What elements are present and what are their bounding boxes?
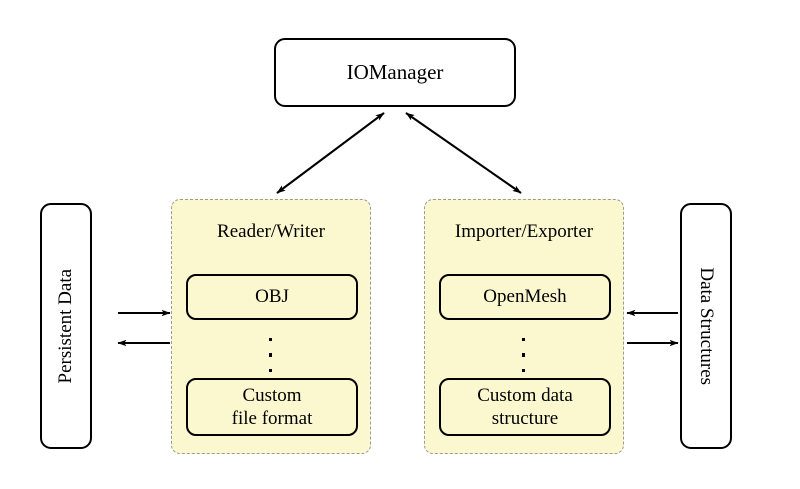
reader-writer-ellipsis — [268, 338, 273, 372]
panel-reader-writer: Reader/Writer OBJ Custom file format — [171, 199, 371, 454]
component-openmesh[interactable]: OpenMesh — [439, 274, 611, 320]
data-structures-label: Data Structures — [696, 267, 718, 385]
component-custom-data-structure[interactable]: Custom data structure — [439, 378, 611, 436]
panel-importer-exporter-title: Importer/Exporter — [454, 221, 594, 242]
component-custom-file-format-label: Custom file format — [232, 384, 313, 430]
component-obj-label: OBJ — [255, 286, 289, 308]
persistent-data-label: Persistent Data — [54, 268, 76, 384]
iomanager-label: IOManager — [346, 60, 444, 85]
component-custom-data-structure-label: Custom data structure — [477, 384, 573, 430]
panel-importer-exporter: Importer/Exporter OpenMesh Custom data s… — [424, 199, 624, 454]
arrow-manager-reader-writer — [276, 112, 385, 194]
importer-exporter-ellipsis — [521, 338, 526, 372]
custom-data-structure-line2: structure — [491, 408, 559, 429]
custom-file-format-line1: Custom — [242, 384, 302, 406]
custom-data-structure-line1: Custom data — [477, 384, 573, 406]
iomanager-box[interactable]: IOManager — [274, 38, 516, 107]
component-custom-file-format[interactable]: Custom file format — [186, 378, 358, 436]
data-structures-box[interactable]: Data Structures — [680, 203, 732, 449]
component-obj[interactable]: OBJ — [186, 274, 358, 320]
component-openmesh-label: OpenMesh — [483, 286, 567, 308]
panel-reader-writer-title: Reader/Writer — [217, 221, 325, 242]
persistent-data-box[interactable]: Persistent Data — [40, 203, 92, 449]
arrow-manager-importer-exporter — [405, 112, 522, 194]
custom-file-format-line2: file format — [231, 408, 313, 429]
